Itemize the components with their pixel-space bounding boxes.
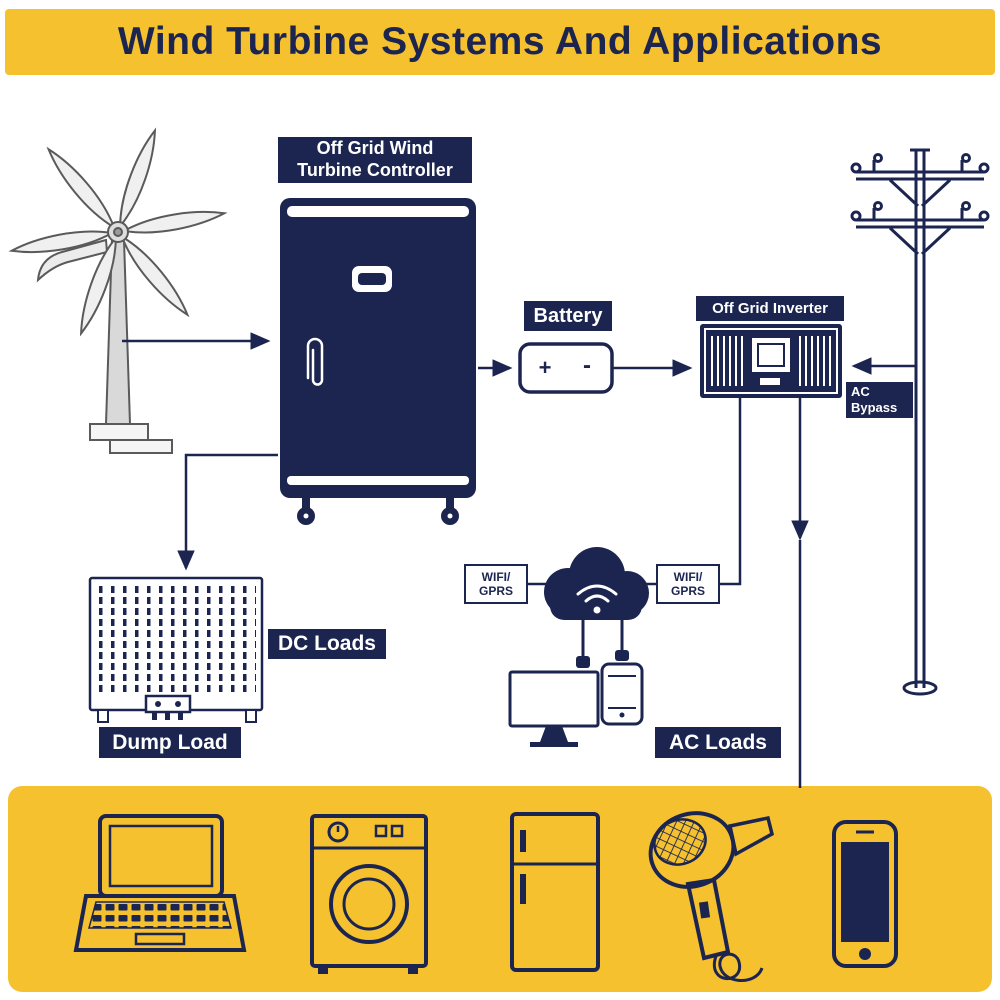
smartphone-icon <box>600 618 644 726</box>
controller-cabinet-icon <box>280 198 476 525</box>
appliance-banner <box>8 786 992 992</box>
title-banner: Wind Turbine Systems And Applications <box>5 9 995 75</box>
wifi-right-line1: WIFI/ <box>673 569 703 584</box>
wifi-left-line1: WIFI/ <box>481 569 511 584</box>
laptop-icon <box>73 814 247 952</box>
controller-label-line2: Turbine Controller <box>297 160 453 180</box>
smartphone-icon <box>832 820 898 968</box>
ac-bypass-line1: AC <box>851 384 870 400</box>
utility-pole-icon <box>850 148 990 696</box>
ac-bypass-label: AC Bypass <box>846 382 913 418</box>
wind-turbine-icon <box>8 127 228 454</box>
battery-icon <box>518 342 614 394</box>
connection-lines <box>122 332 917 788</box>
cloud-wifi-icon <box>544 547 649 620</box>
dump-load-label: Dump Load <box>99 727 241 758</box>
washing-machine-icon <box>310 814 428 974</box>
battery-minus-terminal: - <box>583 352 591 379</box>
inverter-label: Off Grid Inverter <box>696 296 844 321</box>
battery-plus-terminal: + <box>538 355 552 380</box>
wifi-gprs-right-box: WIFI/ GPRS <box>656 564 720 604</box>
controller-label: Off Grid Wind Turbine Controller <box>278 137 472 183</box>
monitor-icon <box>508 618 600 747</box>
battery-label: Battery <box>524 301 612 331</box>
dc-loads-label: DC Loads <box>268 629 386 659</box>
wifi-gprs-left-box: WIFI/ GPRS <box>464 564 528 604</box>
wifi-left-line2: GPRS <box>478 584 513 598</box>
dump-load-resistor-icon <box>88 576 264 723</box>
page-title: Wind Turbine Systems And Applications <box>117 20 883 63</box>
ac-bypass-line2: Bypass <box>851 400 898 415</box>
refrigerator-icon <box>510 812 600 972</box>
ac-loads-label: AC Loads <box>655 727 781 758</box>
inverter-icon <box>700 324 842 398</box>
wifi-right-line2: GPRS <box>670 584 705 598</box>
controller-label-line1: Off Grid Wind <box>316 138 434 159</box>
hair-dryer-icon <box>648 811 775 982</box>
